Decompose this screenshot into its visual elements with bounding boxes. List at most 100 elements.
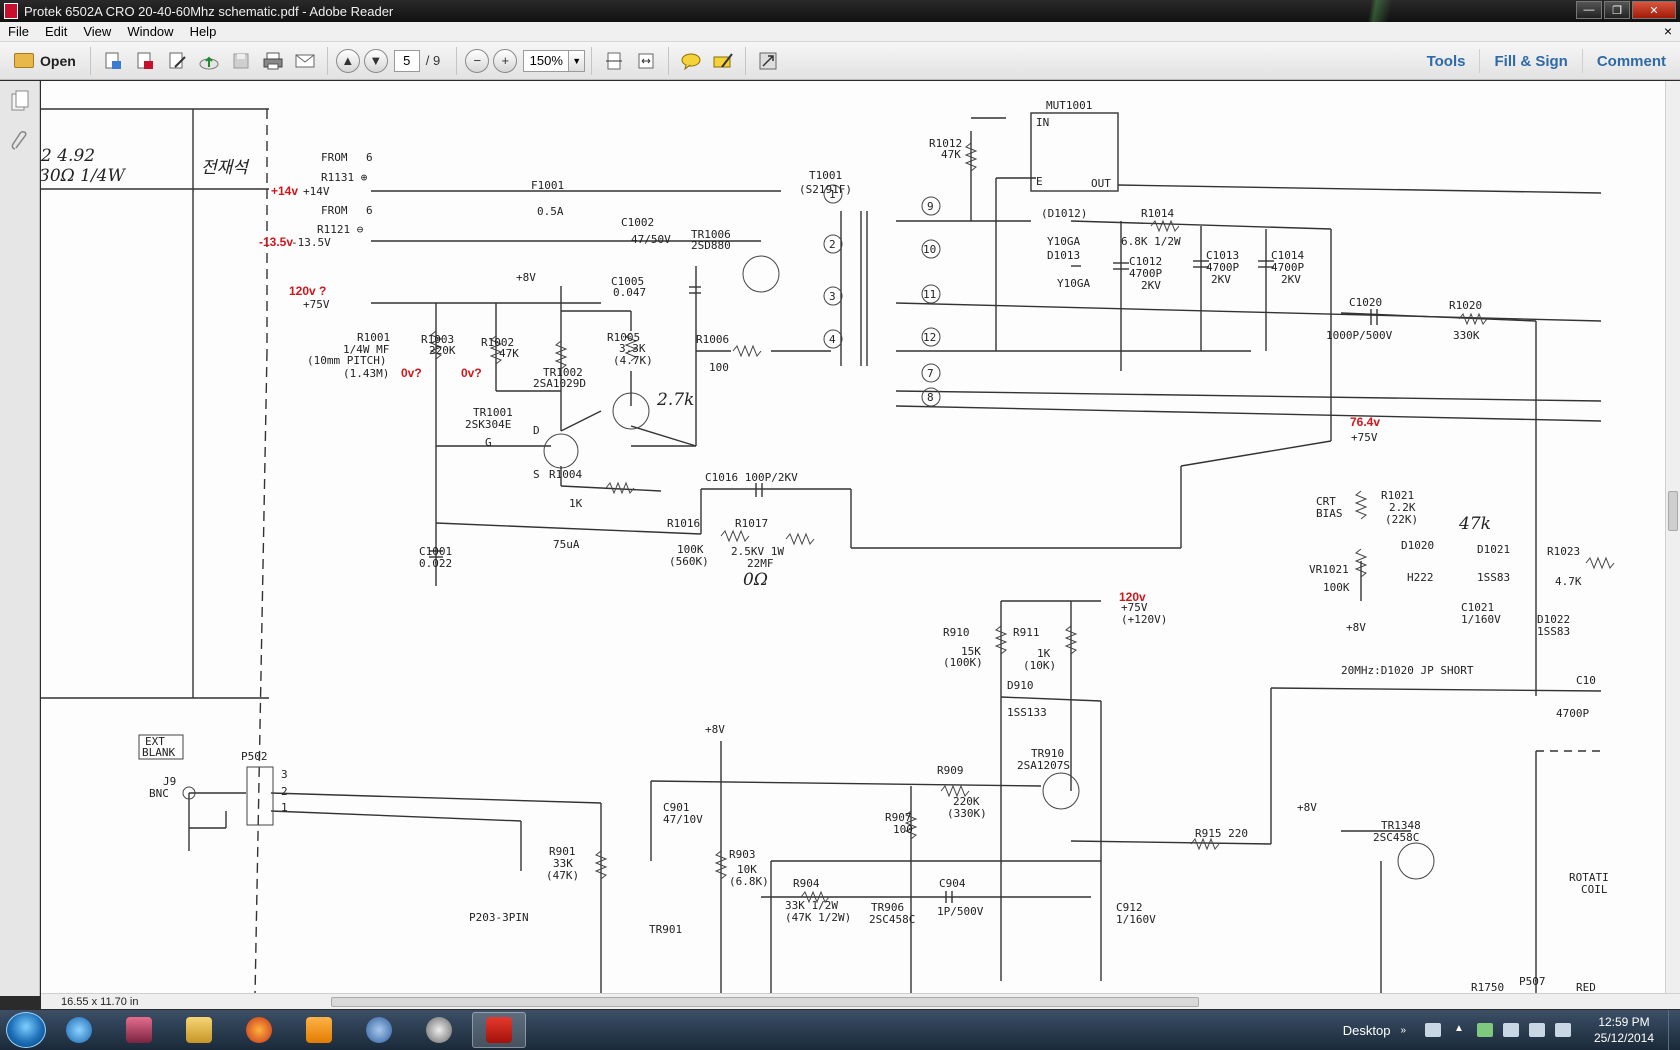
menu-view[interactable]: View [83, 24, 112, 39]
tools-pane-button[interactable]: Tools [1426, 52, 1466, 70]
label-c10: C10 [1576, 674, 1596, 687]
full-screen-button[interactable] [754, 47, 782, 75]
taskbar-media-player[interactable] [292, 1012, 346, 1048]
transistor-symbols [543, 255, 1435, 880]
from-ref-6: 6 [366, 204, 373, 217]
label-bias: BIAS [1316, 507, 1343, 520]
clock[interactable]: 12:59 PM 25/12/2014 [1584, 1014, 1664, 1046]
taskbar-app[interactable] [112, 1012, 166, 1048]
label-r1005-alt: (4.7K) [613, 354, 653, 367]
winding-3: 3 [829, 290, 836, 303]
document-view[interactable]: 2 4.92 30Ω 1/4W 전재석 [41, 81, 1665, 996]
chevron-down-icon: ▼ [572, 55, 582, 66]
print-button[interactable] [259, 47, 287, 75]
arrow-up-icon: ▲ [341, 53, 355, 68]
create-pdf-button[interactable] [99, 47, 127, 75]
window-controls: — ❐ ✕ [1576, 1, 1676, 19]
previous-page-button[interactable]: ▲ [335, 48, 360, 73]
zoom-in-button[interactable]: + [493, 48, 518, 73]
label-crt: CRT [1316, 495, 1336, 508]
arrow-down-icon: ▼ [369, 53, 383, 68]
label-r1021-value: 2.2K [1389, 501, 1416, 514]
vertical-scrollbar[interactable] [1665, 81, 1680, 996]
zoom-dropdown-button[interactable]: ▼ [569, 49, 586, 72]
label-j9: J9 [163, 775, 176, 788]
maximize-button[interactable]: ❐ [1604, 1, 1630, 19]
taskbar-thunderbird[interactable] [352, 1012, 406, 1048]
label-r1001-type: 1/4W MF [343, 343, 389, 356]
close-document-button[interactable]: × [1663, 23, 1672, 39]
attachments-icon[interactable] [8, 129, 32, 153]
annotation-0v: 0v? [461, 366, 482, 380]
label-vr1021: VR1021 [1309, 563, 1349, 576]
open-button[interactable]: Open [8, 47, 82, 75]
label-c1005-value: 0.047 [613, 286, 646, 299]
fill-sign-pane-button[interactable]: Fill & Sign [1479, 49, 1581, 73]
edit-pdf-button[interactable] [163, 47, 191, 75]
label-c1014: C1014 [1271, 249, 1304, 262]
sticky-note-button[interactable] [677, 47, 705, 75]
label-r1017: R1017 [735, 517, 768, 530]
label-r1023-value: 4.7K [1555, 575, 1582, 588]
network-icon[interactable] [1477, 1023, 1493, 1037]
show-desktop-button[interactable] [1668, 1010, 1680, 1050]
winding-2: 2 [829, 238, 836, 251]
start-button[interactable] [6, 1012, 46, 1048]
vertical-scroll-thumb[interactable] [1668, 491, 1678, 531]
email-button[interactable] [291, 47, 319, 75]
label-tr901: TR901 [649, 923, 682, 936]
taskbar-firefox[interactable] [232, 1012, 286, 1048]
label-c1012: C1012 [1129, 255, 1162, 268]
flag-icon[interactable] [1503, 1023, 1519, 1037]
label-tr1006-type: 2SD880 [691, 239, 731, 252]
taskbar-internet-explorer[interactable] [52, 1012, 106, 1048]
label-r904-alt: (47K 1/2W) [785, 911, 851, 924]
taskbar-explorer[interactable] [172, 1012, 226, 1048]
page-thumbnails-icon[interactable] [8, 89, 32, 113]
folder-icon [14, 53, 34, 68]
label-r1750: R1750 [1471, 981, 1504, 994]
save-button[interactable] [227, 47, 255, 75]
chevron-right-icon[interactable]: » [1400, 1024, 1406, 1036]
label-c1012-value: 4700P [1129, 267, 1162, 280]
network-activity-icon[interactable] [1529, 1023, 1545, 1037]
comment-pane-button[interactable]: Comment [1581, 49, 1680, 73]
label-d1022-type: 1SS83 [1537, 625, 1570, 638]
minus-icon: − [473, 53, 482, 68]
toolbar-separator [668, 46, 670, 75]
zoom-input[interactable] [523, 49, 570, 72]
zoom-out-button[interactable]: − [465, 48, 490, 73]
minimize-button[interactable]: — [1576, 1, 1602, 19]
upload-cloud-button[interactable] [195, 47, 223, 75]
horizontal-scroll-thumb[interactable] [331, 996, 1199, 1007]
volume-icon[interactable] [1555, 1023, 1571, 1037]
winding-4: 4 [829, 333, 836, 346]
menu-window[interactable]: Window [127, 24, 174, 39]
combine-files-button[interactable] [131, 47, 159, 75]
menu-file[interactable]: File [8, 24, 29, 39]
label-r910: R910 [943, 626, 970, 639]
highlight-text-button[interactable] [709, 47, 737, 75]
schematic-wires [188, 117, 1602, 996]
page-total: / 9 [425, 53, 441, 68]
taskbar-adobe-reader[interactable] [472, 1012, 526, 1048]
menu-edit[interactable]: Edit [44, 24, 68, 39]
desktop-toolbar-label[interactable]: Desktop [1342, 1022, 1391, 1038]
label-r1016-value: 100K [677, 543, 704, 556]
tray-app-icon[interactable] [1425, 1023, 1441, 1037]
fit-width-button[interactable] [632, 47, 660, 75]
fit-page-button[interactable] [600, 47, 628, 75]
menu-help[interactable]: Help [189, 24, 217, 39]
close-button[interactable]: ✕ [1632, 1, 1676, 19]
page-number-input[interactable] [393, 49, 420, 72]
label-t1001: T1001 [809, 169, 842, 182]
chevron-up-icon[interactable]: ▲ [1454, 1023, 1464, 1034]
horizontal-scrollbar[interactable] [161, 996, 1664, 1008]
next-page-button[interactable]: ▼ [363, 48, 388, 73]
label-c1002: C1002 [621, 216, 654, 229]
handwritten-zero-ohm: 0Ω [743, 570, 768, 590]
taskbar-app[interactable] [412, 1012, 466, 1048]
label-tr1001: TR1001 [473, 406, 513, 419]
winding-7: 7 [927, 367, 934, 380]
label-r1023: R1023 [1547, 545, 1580, 558]
